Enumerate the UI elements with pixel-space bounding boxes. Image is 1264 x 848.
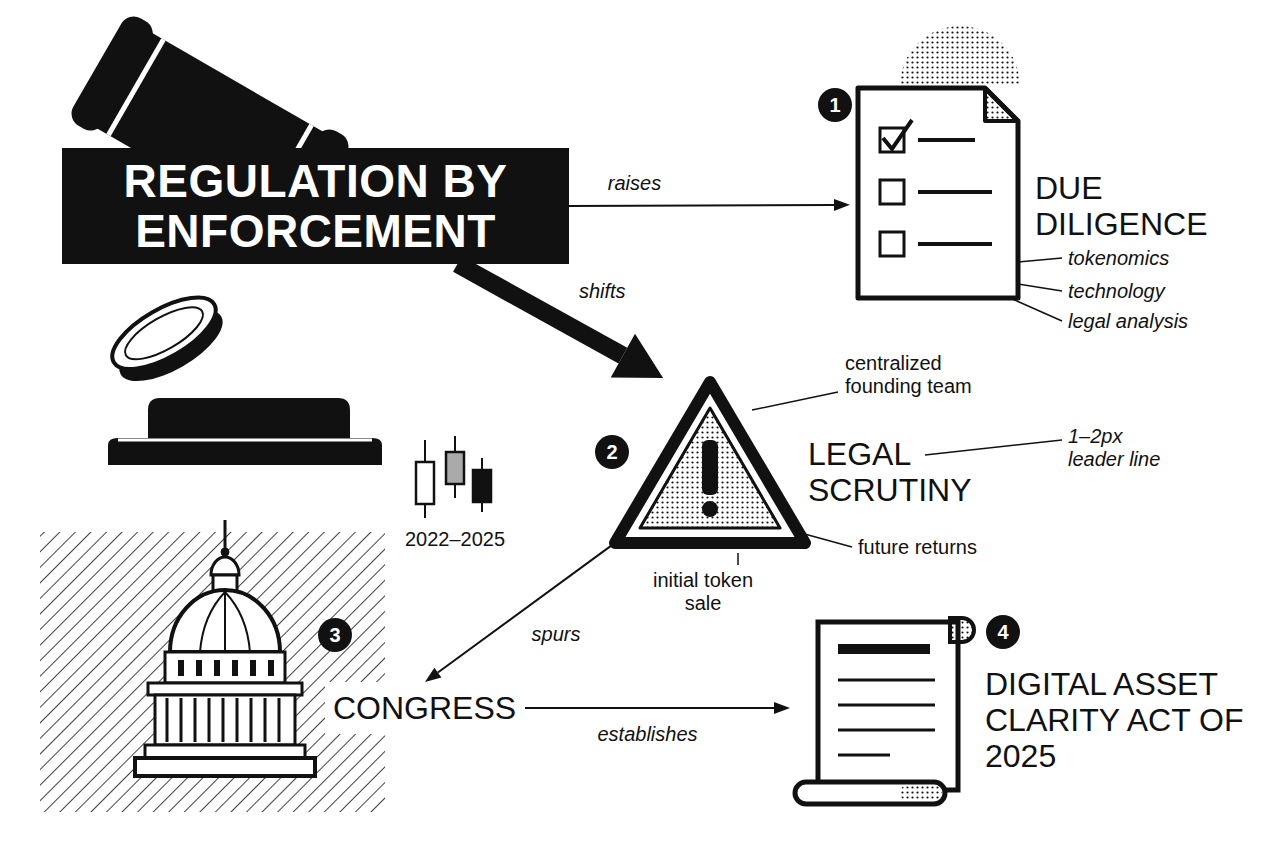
candlestick-icon <box>416 436 491 518</box>
edge-label: establishes <box>594 723 700 745</box>
leader-label: tokenomics <box>1068 247 1169 270</box>
hatch-ground <box>40 532 385 812</box>
node-label: DUE DILIGENCE <box>1035 170 1240 242</box>
node-label: LEGAL SCRUTINY <box>808 436 1008 508</box>
callout-number: 3 <box>318 618 352 652</box>
node-label: CONGRESS <box>333 690 517 726</box>
node-label: DIGITAL ASSET CLARITY ACT OF 2025 <box>985 666 1247 774</box>
arrow-connector <box>525 707 774 709</box>
node-heading: DIGITAL ASSET CLARITY ACT OF 2025 <box>985 666 1247 774</box>
leader-label: centralized founding team <box>845 352 985 398</box>
legal-scrutiny-node: LEGAL SCRUTINY <box>615 378 1016 548</box>
node-heading: DUE DILIGENCE <box>1035 170 1240 242</box>
leader-label: 1–2px leader line <box>1068 425 1173 471</box>
leader-label: future returns <box>858 536 977 559</box>
callout-number: 1 <box>818 88 852 122</box>
node-heading: LEGAL SCRUTINY <box>808 436 1008 508</box>
node-heading: CONGRESS <box>333 690 517 726</box>
gavel-base <box>108 398 382 465</box>
enforcement-banner: REGULATION BY ENFORCEMENT <box>62 148 569 264</box>
warning-triangle <box>615 382 805 543</box>
callout-number: 4 <box>986 615 1020 649</box>
checklist-document <box>858 26 1020 298</box>
arrow-connector <box>438 543 615 673</box>
coin <box>102 283 233 395</box>
edge-label: raises <box>605 172 664 194</box>
law-scroll <box>795 618 974 804</box>
callout-number: 2 <box>595 435 629 469</box>
capitol-building <box>135 520 315 776</box>
thick-arrow <box>457 264 622 356</box>
node-label: REGULATION BY ENFORCEMENT <box>62 156 569 256</box>
leader-label: legal analysis <box>1068 310 1188 333</box>
leader-label: technology <box>1068 280 1165 303</box>
edge-label: spurs <box>529 623 584 645</box>
arrow-connector <box>569 205 834 206</box>
date-range: 2022–2025 <box>400 528 510 551</box>
edge-label: shifts <box>576 280 629 302</box>
act-node: DIGITAL ASSET CLARITY ACT OF 2025 <box>790 612 1255 808</box>
due-diligence-node: DUE DILIGENCE <box>850 75 1248 340</box>
node-heading: REGULATION BY ENFORCEMENT <box>62 148 569 264</box>
congress-node: CONGRESS <box>325 682 525 734</box>
leader-label: initial token sale <box>648 569 758 615</box>
